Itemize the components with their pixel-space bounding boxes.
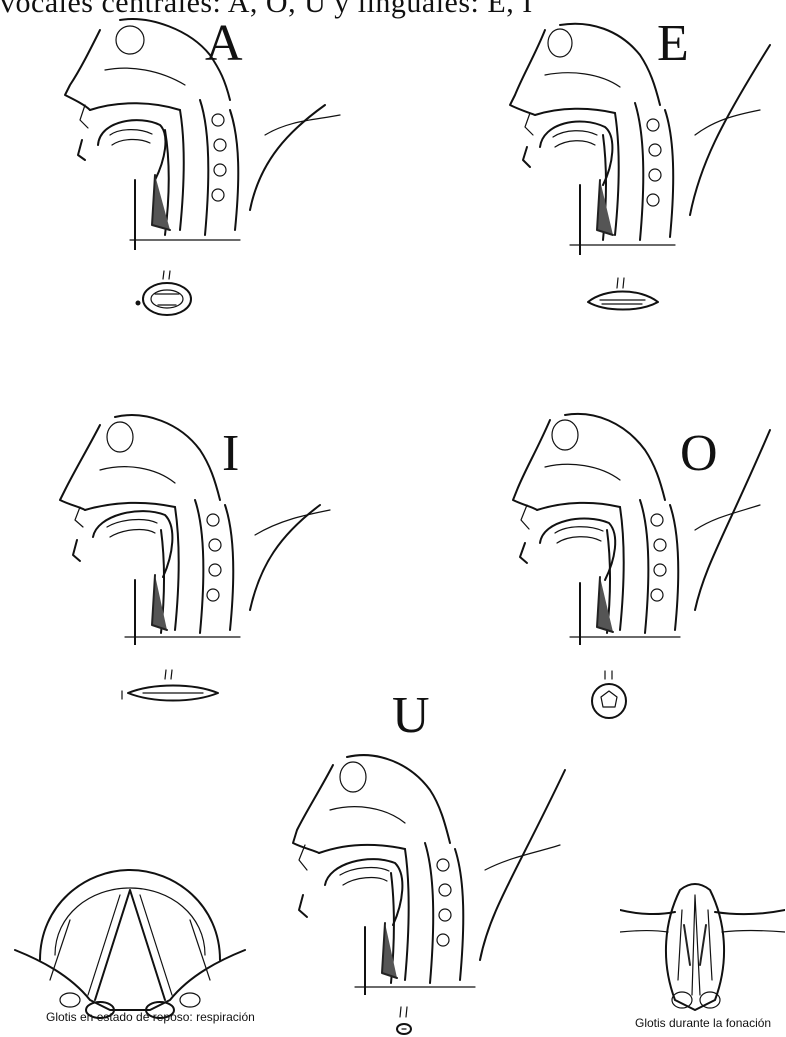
caption-glottis-rest: Glotis en estado de reposo: respiración xyxy=(46,1010,255,1024)
mouth-shape-i xyxy=(118,665,228,715)
mouth-shape-o xyxy=(585,665,635,725)
vocal-tract-diagram-a xyxy=(60,10,380,250)
vocal-tract-diagram-i xyxy=(55,405,355,645)
caption-glottis-phonation: Glotis durante la fonación xyxy=(635,1016,771,1030)
mouth-shape-e xyxy=(580,270,665,320)
glottis-phonation-diagram xyxy=(620,870,785,1020)
vocal-tract-diagram-e xyxy=(505,15,785,255)
vocal-tract-diagram-u xyxy=(285,745,585,995)
glottis-rest-diagram xyxy=(10,850,250,1020)
vocal-tract-diagram-o xyxy=(505,405,785,645)
mouth-shape-a xyxy=(130,265,205,325)
mouth-shape-u xyxy=(390,1005,420,1037)
vowel-label-u: U xyxy=(392,690,430,742)
